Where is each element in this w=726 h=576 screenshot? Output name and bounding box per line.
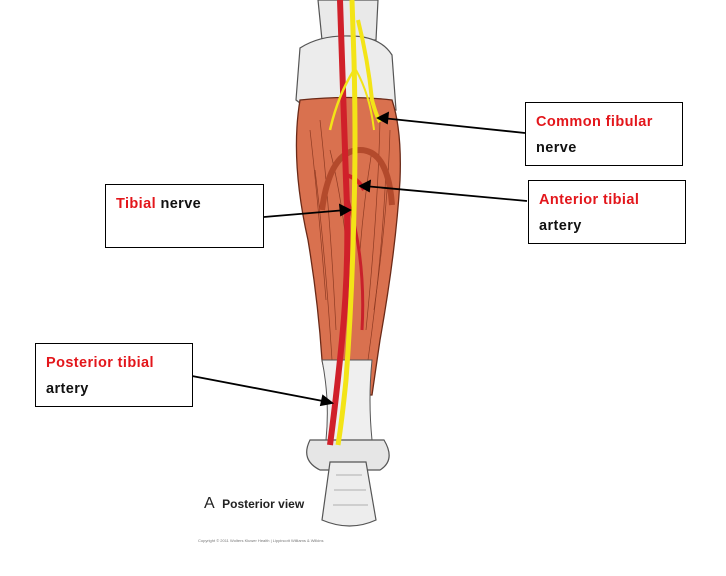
label-black-text: nerve: [536, 140, 577, 156]
label-tibial-nerve: Tibial nerve: [105, 184, 264, 248]
label-red-text: Posterior tibial: [46, 355, 154, 371]
label-black-text: nerve: [156, 196, 201, 212]
label-common-fibular-nerve: Common fibular nerve: [525, 102, 683, 166]
label-posterior-tibial-artery: Posterior tibial artery: [35, 343, 193, 407]
caption-text: Posterior view: [222, 497, 304, 511]
label-red-text: Anterior tibial: [539, 192, 639, 208]
caption-letter: A: [204, 495, 215, 512]
heel-outline: [322, 462, 376, 526]
view-caption: A Posterior view: [204, 495, 304, 513]
femur-outline: [318, 0, 378, 40]
copyright-note: Copyright © 2011 Wolters Kluwer Health |…: [198, 538, 323, 543]
label-black-text: artery: [46, 381, 89, 397]
label-red-text: Common fibular: [536, 114, 653, 130]
label-red-text: Tibial: [116, 196, 156, 212]
label-black-text: artery: [539, 218, 582, 234]
label-anterior-tibial-artery: Anterior tibial artery: [528, 180, 686, 244]
